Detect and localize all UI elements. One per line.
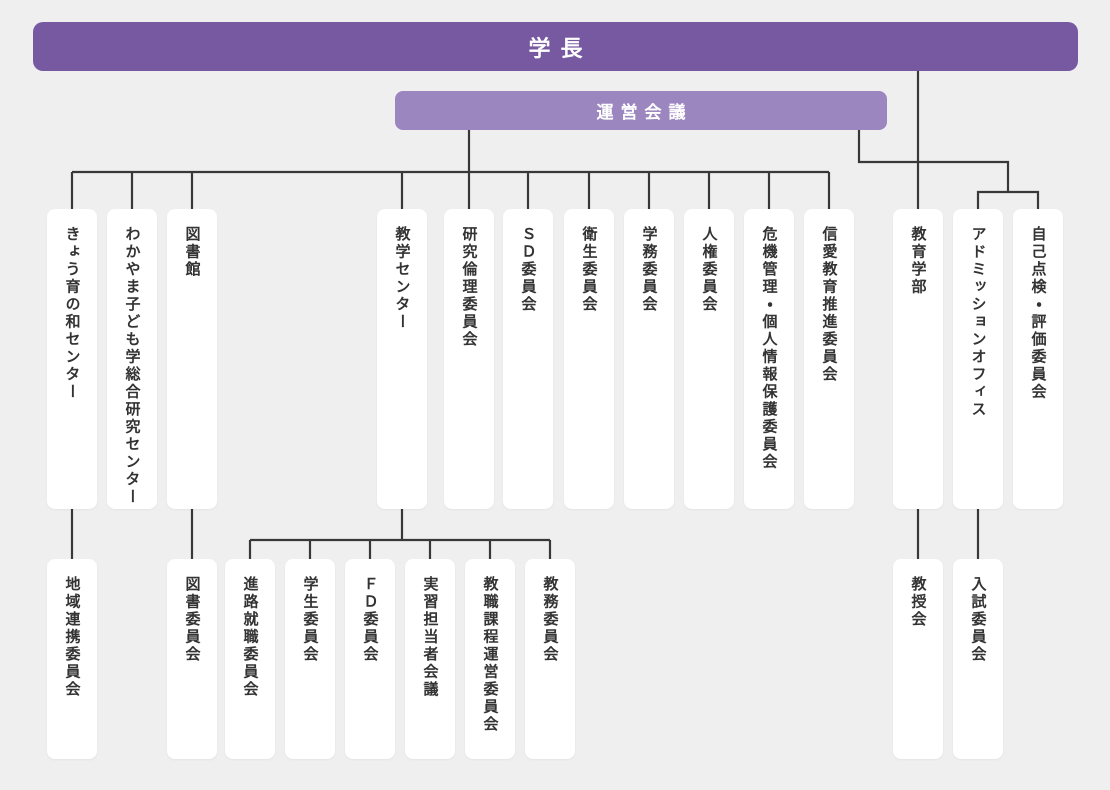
node-label: 人権委員会: [700, 226, 719, 314]
node-label: ＳＤ委員会: [519, 226, 538, 314]
node-label: 学生委員会: [301, 576, 320, 664]
node-label: 地域連携委員会: [63, 576, 82, 699]
node-label: きょう育の和センター: [63, 226, 82, 401]
node-human-rights-committee: 人権委員会: [684, 209, 734, 509]
node-faculty-of-education: 教育学部: [893, 209, 943, 509]
node-faculty-council: 教授会: [893, 559, 943, 759]
node-label: 図書館: [183, 226, 202, 279]
node-label: 自己点検・評価委員会: [1029, 226, 1048, 401]
node-teacher-training-committee: 教職課程運営委員会: [465, 559, 515, 759]
node-label: 衛生委員会: [580, 226, 599, 314]
node-label: ＦＤ委員会: [361, 576, 380, 664]
node-health-committee: 衛生委員会: [564, 209, 614, 509]
connector-council-right-branch: [857, 130, 1010, 192]
node-label: 学務委員会: [640, 226, 659, 314]
node-career-committee: 進路就職委員会: [225, 559, 275, 759]
node-label: 教務委員会: [541, 576, 560, 664]
node-label: 実習担当者会議: [421, 576, 440, 699]
node-label: 教学センター: [393, 226, 412, 331]
node-entrance-exam-committee: 入試委員会: [953, 559, 1003, 759]
node-shinai-education-committee: 信愛教育推進委員会: [804, 209, 854, 509]
node-academic-affairs-committee: 学務委員会: [624, 209, 674, 509]
president-bar: 学長: [33, 22, 1078, 71]
node-kyoiku-wa-center: きょう育の和センター: [47, 209, 97, 509]
node-label: 進路就職委員会: [241, 576, 260, 699]
node-kyomu-committee: 教務委員会: [525, 559, 575, 759]
node-research-ethics-committee: 研究倫理委員会: [444, 209, 494, 509]
node-self-check-evaluation-committee: 自己点検・評価委員会: [1013, 209, 1063, 509]
node-label: 教職課程運営委員会: [481, 576, 500, 734]
node-label: 教育学部: [909, 226, 928, 296]
node-library-committee: 図書委員会: [167, 559, 217, 759]
node-label: 危機管理・個人情報保護委員会: [760, 226, 779, 471]
council-label: 運営会議: [596, 103, 693, 123]
node-library: 図書館: [167, 209, 217, 509]
node-fd-committee: ＦＤ委員会: [345, 559, 395, 759]
connector-right-subrail: [976, 190, 1040, 209]
node-wakayama-child-research-center: わかやま子ども学総合研究センター: [107, 209, 157, 509]
node-crisis-privacy-committee: 危機管理・個人情報保護委員会: [744, 209, 794, 509]
connector-main-rail-drops: [70, 172, 831, 209]
node-practicum-staff-meeting: 実習担当者会議: [405, 559, 455, 759]
node-label: わかやま子ども学総合研究センター: [123, 226, 142, 506]
node-label: 入試委員会: [969, 576, 988, 664]
node-label: 研究倫理委員会: [460, 226, 479, 349]
node-label: アドミッションオフィス: [969, 226, 988, 419]
node-admission-office: アドミッションオフィス: [953, 209, 1003, 509]
president-label: 学長: [528, 36, 593, 62]
node-student-committee: 学生委員会: [285, 559, 335, 759]
node-kyogaku-center: 教学センター: [377, 209, 427, 509]
node-label: 信愛教育推進委員会: [820, 226, 839, 384]
node-label: 図書委員会: [183, 576, 202, 664]
council-bar: 運営会議: [395, 91, 887, 130]
connector-kyogaku-subtree: [248, 509, 552, 559]
node-label: 教授会: [909, 576, 928, 629]
node-regional-cooperation-committee: 地域連携委員会: [47, 559, 97, 759]
node-sd-committee: ＳＤ委員会: [503, 209, 553, 509]
